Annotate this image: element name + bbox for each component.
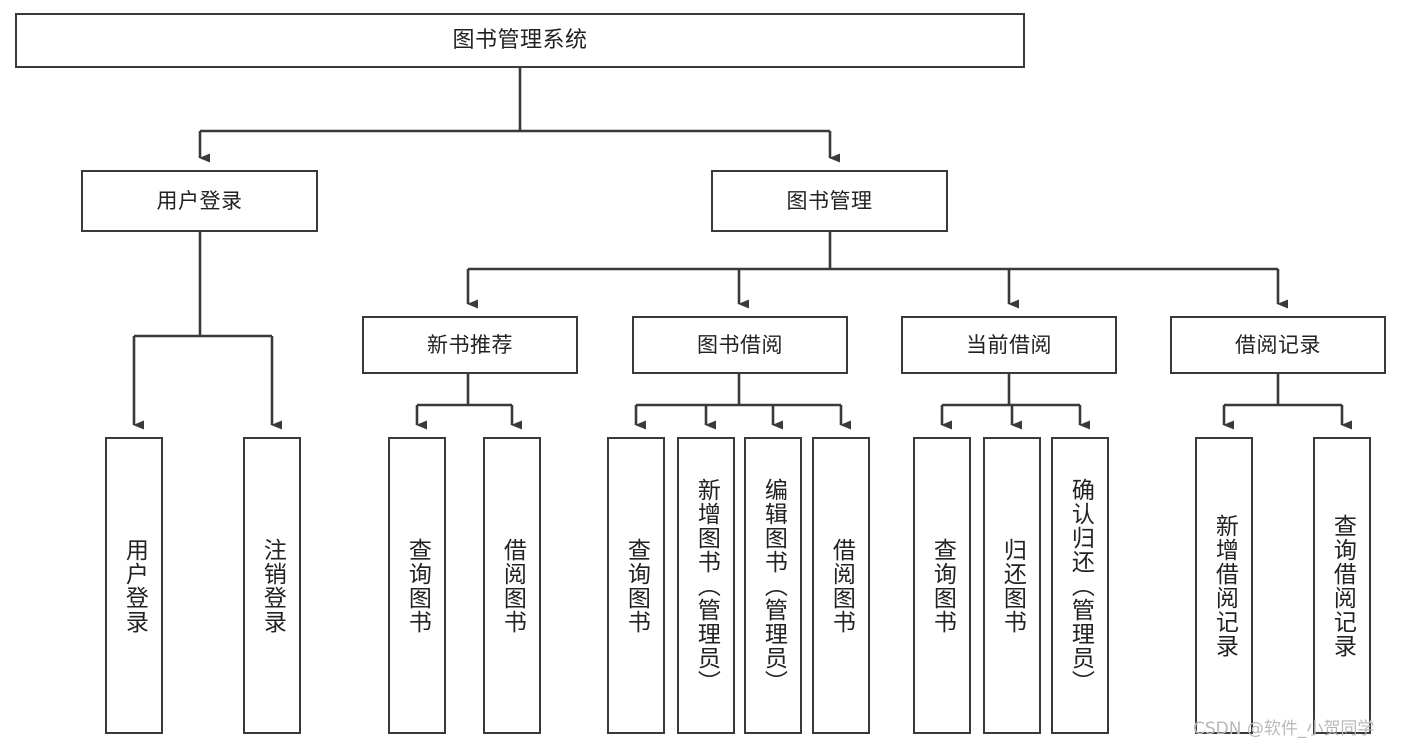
node-label: 注销登录 <box>259 537 286 634</box>
leaf-add-book[interactable]: 新增图书（管理员） <box>677 437 735 734</box>
leaf-user-login[interactable]: 用户登录 <box>105 437 163 734</box>
leaf-query-record[interactable]: 查询借阅记录 <box>1313 437 1371 734</box>
leaf-query-book-1[interactable]: 查询图书 <box>388 437 446 734</box>
leaf-borrow-book-1[interactable]: 借阅图书 <box>483 437 541 734</box>
leaf-borrow-book-2[interactable]: 借阅图书 <box>812 437 870 734</box>
leaf-query-book-2[interactable]: 查询图书 <box>607 437 665 734</box>
node-label: 借阅图书 <box>828 537 855 634</box>
leaf-return-book[interactable]: 归还图书 <box>983 437 1041 734</box>
node-book-manage[interactable]: 图书管理 <box>711 170 948 232</box>
leaf-edit-book[interactable]: 编辑图书（管理员） <box>744 437 802 734</box>
node-book-borrow[interactable]: 图书借阅 <box>632 316 848 374</box>
node-label: 编辑图书（管理员） <box>760 477 787 694</box>
leaf-query-book-3[interactable]: 查询图书 <box>913 437 971 734</box>
node-root-book-management-system[interactable]: 图书管理系统 <box>15 13 1025 68</box>
node-label: 当前借阅 <box>966 332 1052 357</box>
node-label: 新增借阅记录 <box>1211 513 1238 658</box>
node-label: 确认归还（管理员） <box>1067 477 1094 694</box>
node-label: 图书管理系统 <box>452 27 588 53</box>
node-label: 新增图书（管理员） <box>693 477 720 694</box>
leaf-add-record[interactable]: 新增借阅记录 <box>1195 437 1253 734</box>
node-label: 借阅记录 <box>1235 332 1321 357</box>
leaf-confirm-return[interactable]: 确认归还（管理员） <box>1051 437 1109 734</box>
node-label: 查询图书 <box>623 537 650 634</box>
node-label: 用户登录 <box>121 537 148 634</box>
node-current-borrow[interactable]: 当前借阅 <box>901 316 1117 374</box>
node-borrow-record[interactable]: 借阅记录 <box>1170 316 1386 374</box>
node-label: 查询图书 <box>404 537 431 634</box>
leaf-logout[interactable]: 注销登录 <box>243 437 301 734</box>
node-label: 查询借阅记录 <box>1329 513 1356 658</box>
node-label: 图书管理 <box>786 188 873 213</box>
node-label: 借阅图书 <box>499 537 526 634</box>
node-label: 新书推荐 <box>427 332 513 357</box>
node-user-login[interactable]: 用户登录 <box>81 170 318 232</box>
node-label: 图书借阅 <box>697 332 783 357</box>
node-new-book-recommend[interactable]: 新书推荐 <box>362 316 578 374</box>
node-label: 归还图书 <box>999 537 1026 634</box>
node-label: 用户登录 <box>156 188 243 213</box>
node-label: 查询图书 <box>929 537 956 634</box>
csdn-watermark: CSDN @软件_小贺同学 <box>1193 719 1375 739</box>
